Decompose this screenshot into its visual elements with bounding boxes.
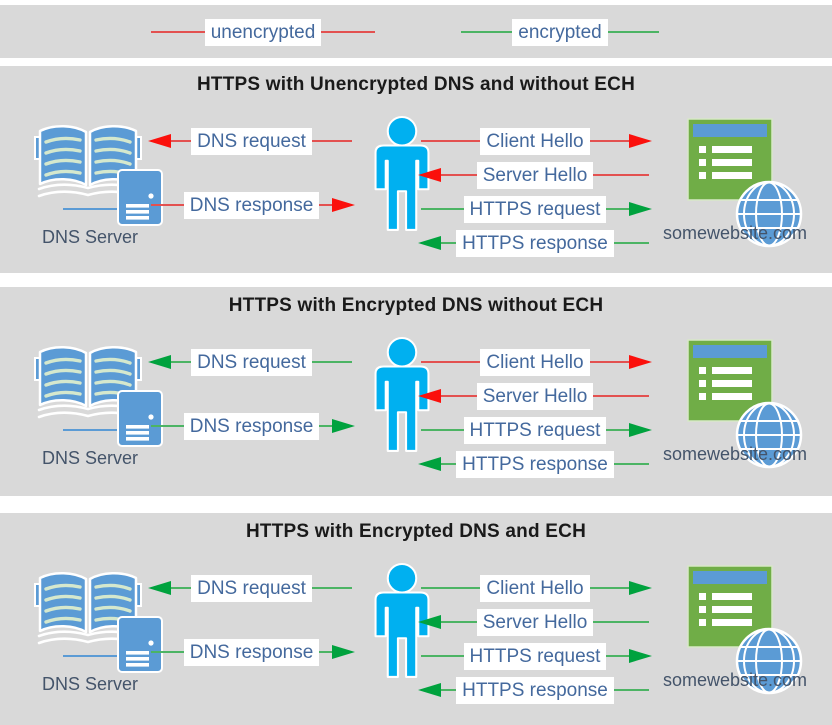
- dns-server-caption: DNS Server: [42, 227, 139, 247]
- legend-label: unencrypted: [204, 18, 322, 46]
- arrowhead-icon: [629, 581, 652, 595]
- arrow-label: Server Hello: [476, 161, 594, 189]
- dns-server-caption: DNS Server: [42, 448, 139, 468]
- https-request-arrow: HTTPS request: [420, 195, 652, 223]
- arrow-label: HTTPS response: [456, 229, 614, 257]
- legend-bar: unencrypted encrypted: [0, 5, 832, 58]
- arrowhead-icon: [418, 615, 441, 629]
- dns-server-caption: DNS Server: [42, 674, 139, 694]
- client-hello-arrow: Client Hello: [420, 127, 652, 155]
- https-request-arrow: HTTPS request: [420, 642, 652, 670]
- arrow-label: DNS request: [191, 574, 312, 602]
- dns-connector-line: [63, 655, 119, 657]
- arrow-label: DNS response: [183, 412, 320, 440]
- dns-response-arrow: DNS response: [150, 191, 355, 219]
- client-hello-arrow: Client Hello: [420, 574, 652, 602]
- panel-title: HTTPS with Encrypted DNS and ECH: [246, 521, 586, 542]
- dns-response-arrow: DNS response: [150, 412, 355, 440]
- arrowhead-icon: [148, 134, 171, 148]
- arrowhead-icon: [418, 389, 441, 403]
- arrow-label: HTTPS request: [463, 195, 607, 223]
- arrowhead-icon: [629, 134, 652, 148]
- panel-unencrypted-dns-no-ech: HTTPS with Unencrypted DNS and without E…: [0, 66, 832, 273]
- legend-label: encrypted: [512, 18, 608, 46]
- https-request-arrow: HTTPS request: [420, 416, 652, 444]
- client-hello-arrow: Client Hello: [420, 348, 652, 376]
- arrowhead-icon: [332, 198, 355, 212]
- website-caption: somewebsite.com: [663, 444, 808, 464]
- https-response-arrow: HTTPS response: [418, 229, 650, 257]
- arrowhead-icon: [629, 202, 652, 216]
- legend-item-encrypted: encrypted: [460, 18, 660, 46]
- arrowhead-icon: [332, 419, 355, 433]
- arrow-label: HTTPS response: [456, 676, 614, 704]
- arrowhead-icon: [629, 423, 652, 437]
- website-caption: somewebsite.com: [663, 223, 808, 243]
- dns-response-arrow: DNS response: [150, 638, 355, 666]
- panel-encrypted-dns-no-ech: HTTPS with Encrypted DNS without ECH DNS…: [0, 287, 832, 496]
- arrow-label: Client Hello: [480, 574, 590, 602]
- website-caption: somewebsite.com: [663, 670, 808, 690]
- arrow-label: Client Hello: [480, 348, 590, 376]
- arrowhead-icon: [418, 236, 441, 250]
- dns-request-arrow: DNS request: [148, 348, 353, 376]
- arrowhead-icon: [629, 649, 652, 663]
- panel-encrypted-dns-with-ech: HTTPS with Encrypted DNS and ECH DNS Ser…: [0, 513, 832, 725]
- arrowhead-icon: [148, 355, 171, 369]
- arrow-label: HTTPS request: [463, 416, 607, 444]
- arrow-label: DNS response: [183, 638, 320, 666]
- arrow-label: HTTPS response: [456, 450, 614, 478]
- https-response-arrow: HTTPS response: [418, 450, 650, 478]
- server-hello-arrow: Server Hello: [418, 161, 650, 189]
- panel-title: HTTPS with Encrypted DNS without ECH: [228, 295, 604, 316]
- panel-title: HTTPS with Unencrypted DNS and without E…: [196, 74, 635, 95]
- arrow-label: DNS request: [191, 127, 312, 155]
- arrow-label: Server Hello: [476, 382, 594, 410]
- arrowhead-icon: [418, 168, 441, 182]
- dns-request-arrow: DNS request: [148, 574, 353, 602]
- arrowhead-icon: [418, 683, 441, 697]
- arrowhead-icon: [148, 581, 171, 595]
- dns-connector-line: [63, 429, 119, 431]
- arrowhead-icon: [418, 457, 441, 471]
- arrowhead-icon: [332, 645, 355, 659]
- arrow-label: DNS request: [191, 348, 312, 376]
- arrow-label: HTTPS request: [463, 642, 607, 670]
- arrow-label: Server Hello: [476, 608, 594, 636]
- arrow-label: Client Hello: [480, 127, 590, 155]
- dns-connector-line: [63, 208, 119, 210]
- arrow-label: DNS response: [183, 191, 320, 219]
- arrowhead-icon: [629, 355, 652, 369]
- dns-request-arrow: DNS request: [148, 127, 353, 155]
- server-hello-arrow: Server Hello: [418, 382, 650, 410]
- https-response-arrow: HTTPS response: [418, 676, 650, 704]
- legend-item-unencrypted: unencrypted: [150, 18, 376, 46]
- server-hello-arrow: Server Hello: [418, 608, 650, 636]
